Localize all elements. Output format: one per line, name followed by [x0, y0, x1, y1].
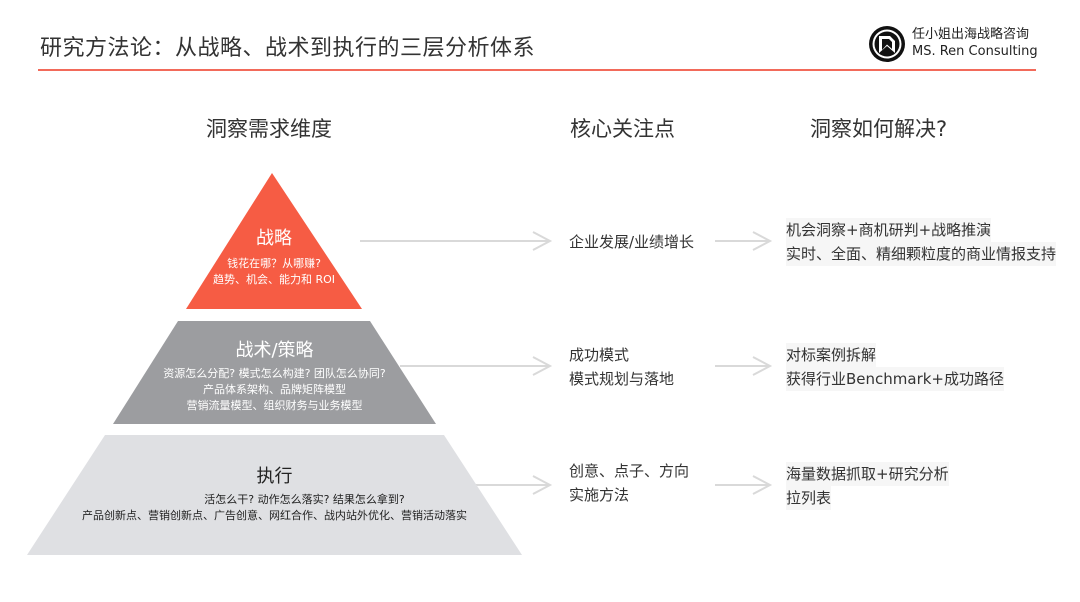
title-underline — [38, 69, 1036, 71]
solution-line: 对标案例拆解 — [786, 343, 877, 367]
focus-tactics: 成功模式 模式规划与落地 — [569, 343, 674, 391]
focus-line: 实施方法 — [569, 486, 630, 504]
brand-name: 任小姐出海战略咨询 MS. Ren Consulting — [912, 26, 1038, 60]
column-header-solution: 洞察如何解决? — [810, 117, 948, 141]
solution-line: 机会洞察+商机研判+战略推演 — [786, 218, 992, 242]
subtitle-line: 趋势、机会、能力和 ROI — [212, 273, 336, 286]
tier-strategy-subtitle: 钱花在哪？从哪赚? 趋势、机会、能力和 ROI — [186, 256, 362, 288]
tier-execution-shape — [27, 435, 522, 555]
page-title: 研究方法论：从战略、战术到执行的三层分析体系 — [40, 36, 536, 61]
subtitle-line: 钱花在哪？从哪赚? — [227, 257, 321, 270]
subtitle-line: 资源怎么分配? 模式怎么构建? 团队怎么协同? — [163, 367, 386, 380]
tier-tactics-shape — [113, 321, 436, 424]
arrow-icon — [400, 356, 553, 376]
focus-line: 企业发展/业绩增长 — [569, 233, 695, 251]
tier-strategy-shape — [186, 173, 362, 309]
solution-line: 获得行业Benchmark+成功路径 — [786, 367, 1005, 391]
house-arrow-circle-icon — [869, 26, 905, 62]
tier-execution-subtitle: 活怎么干? 动作怎么落实? 结果怎么拿到? 产品创新点、营销创新点、广告创意、网… — [27, 492, 522, 524]
tier-tactics-title: 战术/策略 — [235, 340, 314, 361]
arrow-icon — [360, 231, 553, 251]
arrow-icon — [470, 475, 553, 495]
solution-strategy: 机会洞察+商机研判+战略推演 实时、全面、精细颗粒度的商业情报支持 — [786, 218, 1057, 266]
focus-line: 成功模式 — [569, 346, 630, 364]
focus-line: 模式规划与落地 — [569, 370, 675, 388]
tier-tactics-subtitle: 资源怎么分配? 模式怎么构建? 团队怎么协同? 产品体系架构、品牌矩阵模型 营销… — [113, 366, 436, 414]
arrow-icon — [715, 475, 773, 495]
solution-execution: 海量数据抓取+研究分析 拉列表 — [786, 462, 949, 510]
arrow-icon — [715, 356, 773, 376]
subtitle-line: 活怎么干? 动作怎么落实? 结果怎么拿到? — [204, 493, 405, 506]
subtitle-line: 产品创新点、营销创新点、广告创意、网红合作、战内站外优化、营销活动落实 — [82, 509, 467, 522]
solution-tactics: 对标案例拆解 获得行业Benchmark+成功路径 — [786, 343, 1005, 391]
solution-line: 拉列表 — [786, 486, 832, 510]
focus-strategy: 企业发展/业绩增长 — [569, 230, 694, 254]
column-header-focus: 核心关注点 — [570, 117, 675, 141]
focus-execution: 创意、点子、方向 实施方法 — [569, 459, 689, 507]
tier-strategy-title: 战略 — [256, 228, 292, 249]
brand-en: MS. Ren Consulting — [912, 44, 1038, 59]
arrow-icon — [715, 231, 773, 251]
subtitle-line: 营销流量模型、组织财务与业务模型 — [186, 399, 363, 412]
brand-cn: 任小姐出海战略咨询 — [912, 27, 1030, 42]
arrows — [360, 231, 773, 495]
tier-execution-title: 执行 — [256, 466, 293, 487]
subtitle-line: 产品体系架构、品牌矩阵模型 — [203, 383, 346, 396]
column-header-dimension: 洞察需求维度 — [206, 117, 332, 141]
solution-line: 海量数据抓取+研究分析 — [786, 462, 949, 486]
solution-line: 实时、全面、精细颗粒度的商业情报支持 — [786, 242, 1057, 266]
focus-line: 创意、点子、方向 — [569, 462, 690, 480]
